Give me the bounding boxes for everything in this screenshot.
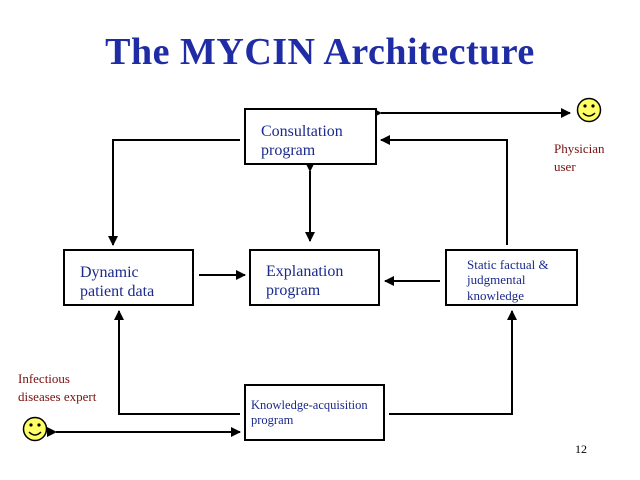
expert-label-line-1: Infectious bbox=[18, 371, 70, 386]
physician-user-label: Physician user bbox=[554, 140, 605, 175]
kacq-line-1: Knowledge-acquisition bbox=[251, 398, 368, 412]
connector-static-to-consultation bbox=[380, 135, 508, 245]
static-line-1: Static factual & bbox=[467, 257, 549, 272]
static-knowledge-box: Static factual & judgmental knowledge bbox=[445, 249, 578, 306]
connector-kacq-to-static bbox=[389, 310, 517, 415]
connector-kacq-to-dynamic bbox=[114, 310, 240, 415]
dynamic-patient-data-box: Dynamic patient data bbox=[63, 249, 194, 306]
page-number: 12 bbox=[575, 442, 587, 456]
knowledge-acquisition-program-box: Knowledge-acquisition program bbox=[244, 384, 385, 441]
physician-label-line-1: Physician bbox=[554, 141, 605, 156]
consultation-line-2: program bbox=[261, 142, 316, 160]
infectious-diseases-expert-label: Infectious diseases expert bbox=[18, 370, 96, 405]
slide-title: The MYCIN Architecture bbox=[105, 31, 535, 73]
consultation-line-1: Consultation bbox=[261, 123, 343, 140]
physician-smiley-icon bbox=[576, 97, 602, 123]
static-line-2: judgmental bbox=[467, 272, 526, 288]
connector-consultation-to-dynamic bbox=[108, 139, 240, 246]
kacq-line-2: program bbox=[251, 413, 294, 427]
expert-label-line-2: diseases expert bbox=[18, 388, 97, 404]
expert-smiley-icon bbox=[22, 416, 48, 442]
explanation-line-2: program bbox=[266, 282, 321, 300]
dynamic-line-2: patient data bbox=[80, 283, 155, 301]
consultation-program-box: Consultation program bbox=[244, 108, 377, 165]
physician-label-line-2: user bbox=[554, 158, 576, 174]
explanation-line-1: Explanation bbox=[266, 263, 344, 280]
dynamic-line-1: Dynamic bbox=[80, 264, 139, 281]
static-line-3: knowledge bbox=[467, 287, 525, 303]
explanation-program-box: Explanation program bbox=[249, 249, 380, 306]
